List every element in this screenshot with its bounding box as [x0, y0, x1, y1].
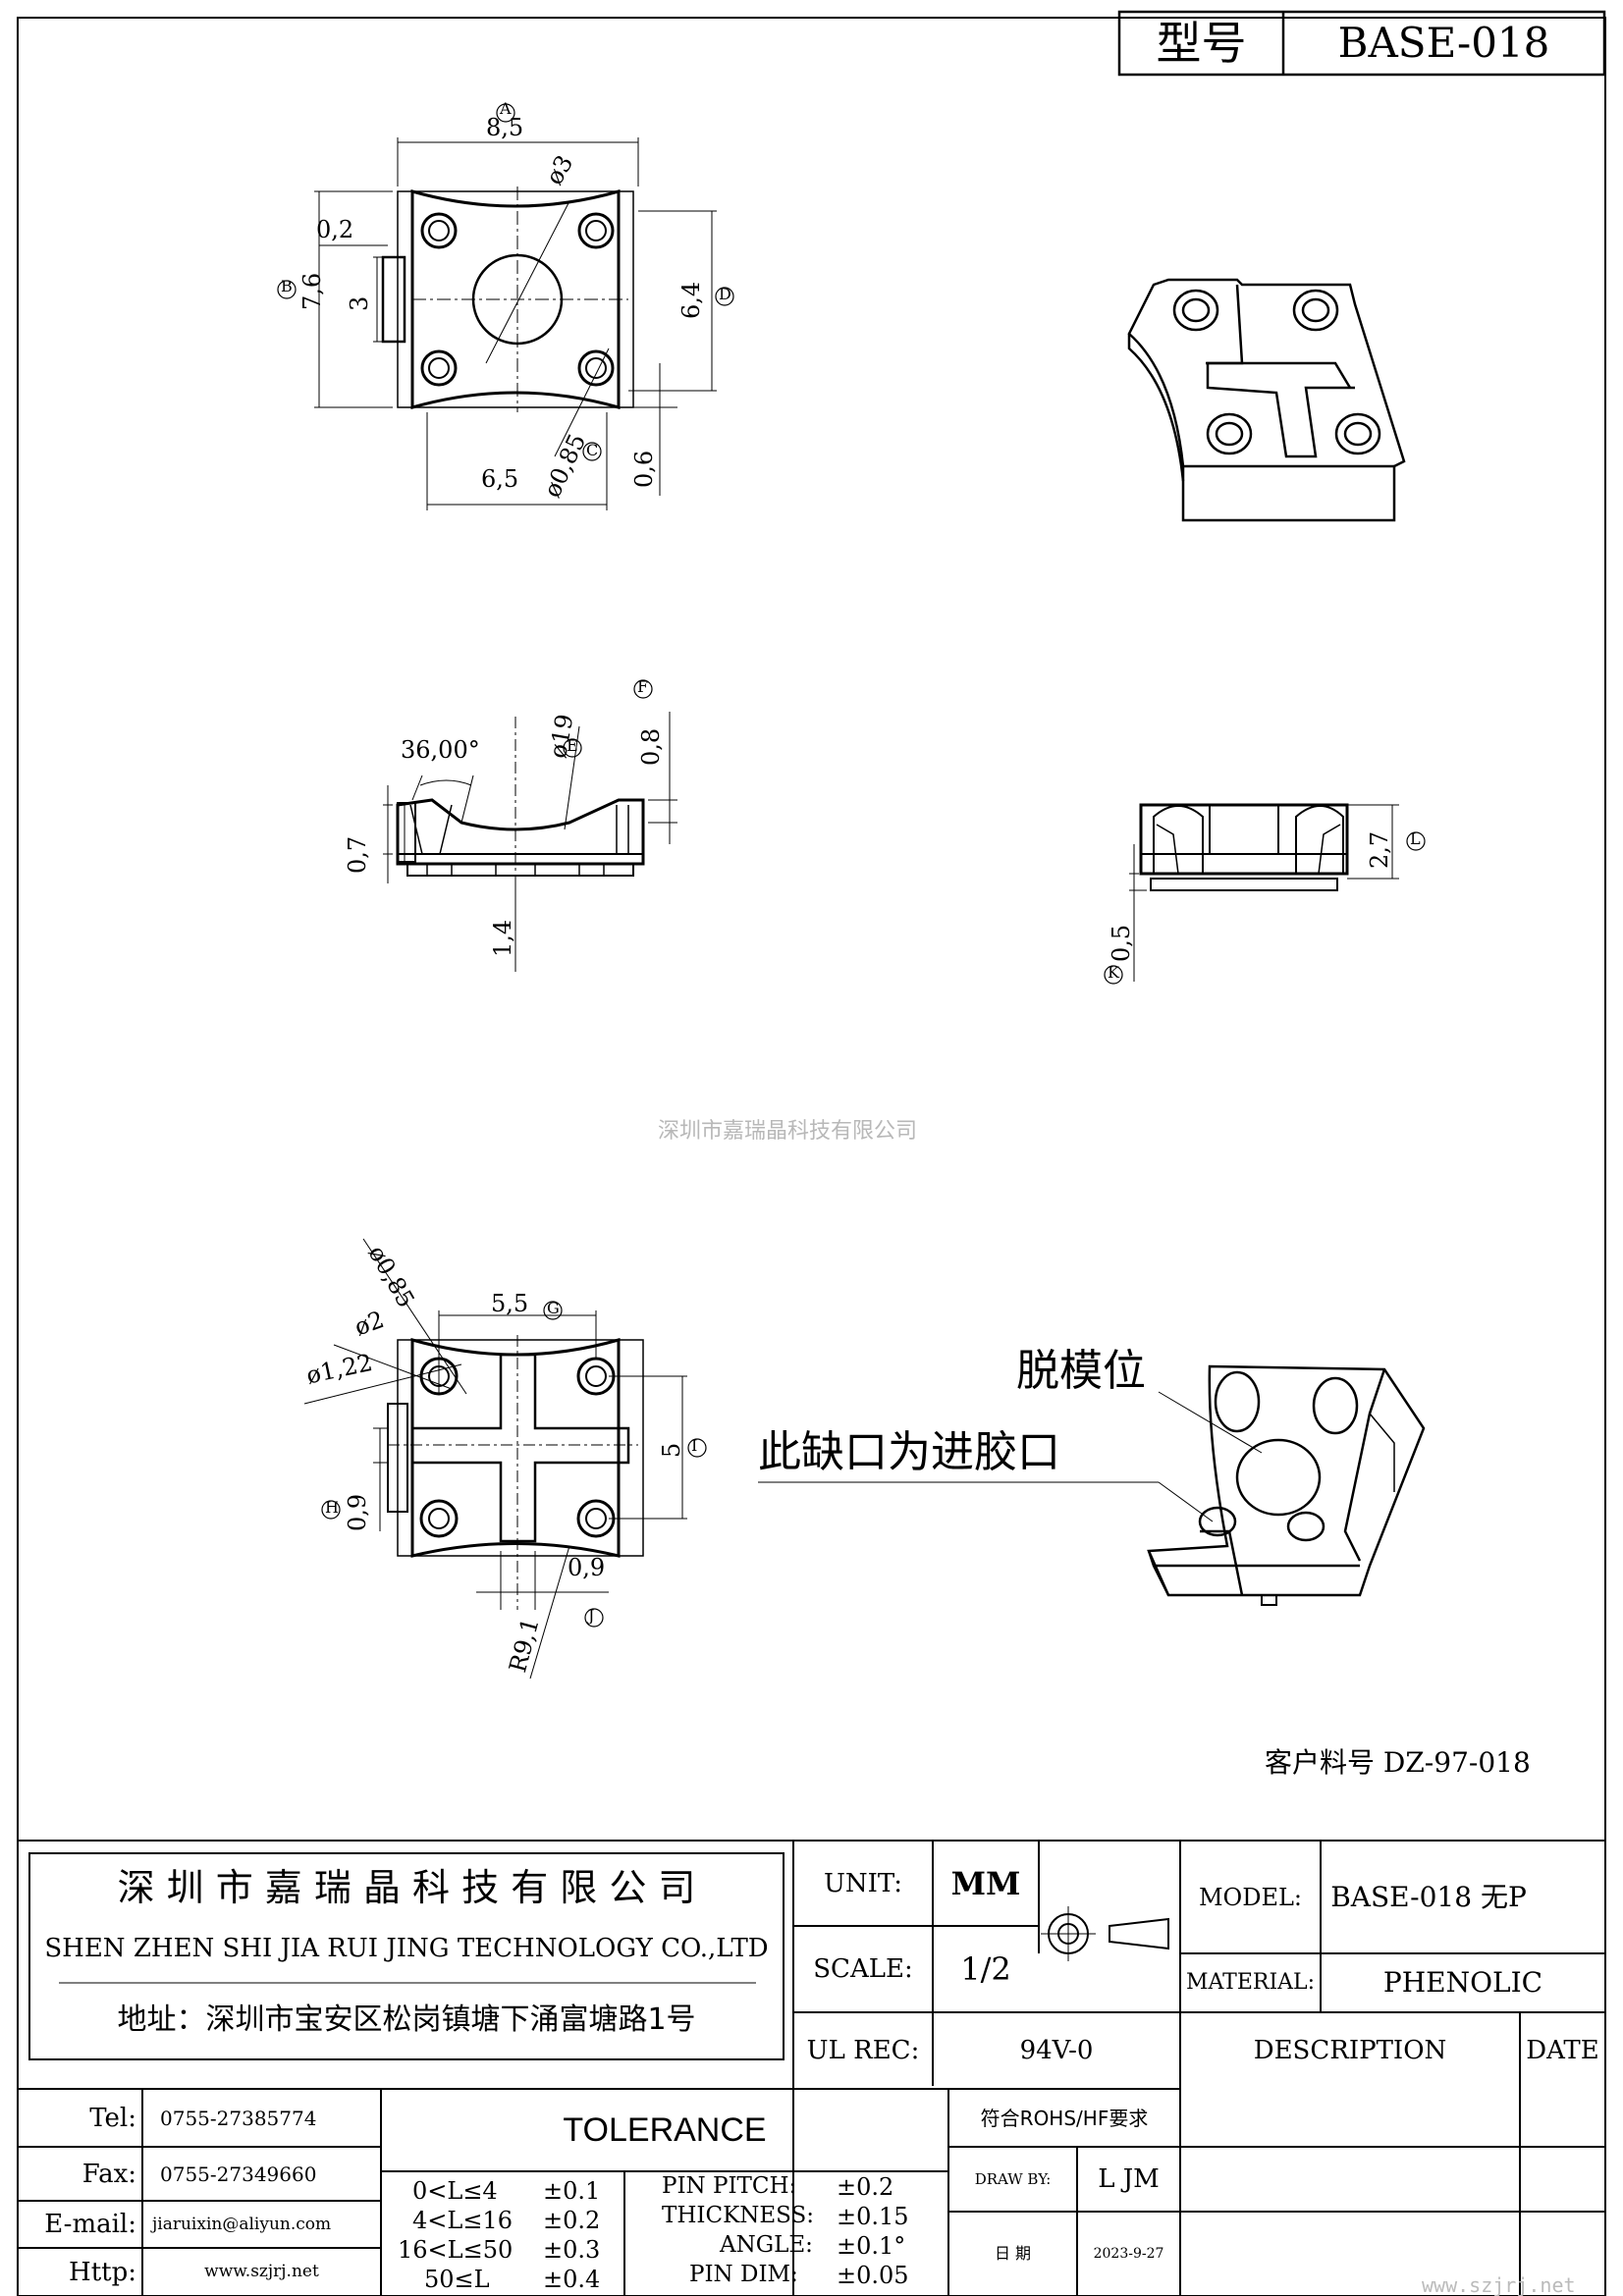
sheet-border [17, 17, 1606, 2296]
note-demold-position: 脱模位 [1016, 1346, 1146, 1396]
isometric-view-1 [1127, 278, 1406, 522]
email-value[interactable]: jiaruixin@aliyun.com [152, 2214, 332, 2234]
ul-rec-label: UL REC: [806, 2036, 920, 2065]
description-header: DESCRIPTION [1253, 2036, 1447, 2065]
model-value: BASE-018 无P [1330, 1880, 1527, 1913]
marker-g: G [547, 1299, 560, 1317]
dim-angle-36: 36,00° [401, 736, 480, 764]
dim-5-5: 5,5 [491, 1290, 529, 1317]
material-value: PHENOLIC [1382, 1966, 1543, 1999]
marker-h: H [325, 1498, 339, 1517]
bottom-view [303, 1238, 707, 1680]
marker-j: J [588, 1606, 595, 1625]
http-value[interactable]: www.szjrj.net [204, 2262, 319, 2281]
marker-l: L [1410, 829, 1421, 848]
marker-b: B [281, 277, 293, 295]
customer-part-number: 客户料号 DZ-97-018 [1265, 1746, 1531, 1779]
front-view [383, 679, 677, 972]
dim-thickness-0-6: 0,6 [630, 450, 658, 488]
drawn-by-label: DRAW BY: [974, 2169, 1052, 2188]
scale-value: 1/2 [960, 1950, 1011, 1988]
dim-0-9-left: 0,9 [344, 1493, 371, 1531]
title-value: BASE-018 [1337, 19, 1550, 67]
company-name-cn: 深 圳 市 嘉 瑞 晶 科 技 有 限 公 司 [117, 1866, 696, 1909]
unit-value: MM [950, 1864, 1021, 1902]
marker-c: C [586, 441, 599, 459]
scale-label: SCALE: [813, 1954, 913, 1984]
top-view [277, 103, 734, 510]
date-cn-label: 日 期 [994, 2244, 1032, 2263]
tol-value-3: ±0.3 [543, 2236, 601, 2264]
unit-label: UNIT: [823, 1868, 903, 1898]
ul-rec-value: 94V-0 [1019, 2036, 1094, 2065]
tol-value-2: ±0.2 [543, 2207, 601, 2234]
dim-width-6-5: 6,5 [481, 465, 519, 493]
spec-label-pin-pitch: PIN PITCH: [662, 2173, 797, 2199]
tel-label: Tel: [89, 2103, 136, 2133]
spec-label-angle: ANGLE: [720, 2232, 813, 2258]
company-address: 地址：深圳市宝安区松岗镇塘下涌富塘路1号 [117, 2002, 696, 2037]
model-label: MODEL: [1198, 1883, 1303, 1911]
watermark-company: 深圳市嘉瑞晶科技有限公司 [658, 1119, 918, 1144]
drawn-by-value: L JM [1098, 2164, 1160, 2194]
tol-range-3: 16<L≤50 [398, 2236, 514, 2264]
fax-value: 0755-27349660 [160, 2162, 317, 2186]
isometric-view-2 [1147, 1364, 1426, 1606]
spec-label-thickness: THICKNESS: [662, 2203, 815, 2228]
dim-0-9-bottom: 0,9 [568, 1554, 606, 1581]
dim-1-4: 1,4 [489, 919, 516, 957]
dim-gap-0-2: 0,2 [316, 216, 354, 243]
title-block-lines [18, 1840, 1605, 2296]
tol-range-1: 0<L≤4 [412, 2177, 498, 2205]
side-view [1104, 803, 1426, 985]
rohs-compliance: 符合ROHS/HF要求 [980, 2106, 1149, 2130]
tol-value-4: ±0.4 [543, 2266, 601, 2293]
note-gate-notch: 此缺口为进胶口 [758, 1427, 1060, 1477]
marker-a: A [500, 99, 512, 118]
tel-value: 0755-27385774 [160, 2106, 317, 2130]
dim-slot-3: 3 [346, 295, 373, 311]
dim-width-8-5: 8,5 [486, 114, 524, 141]
dim-5: 5 [658, 1442, 685, 1458]
spec-value-angle: ±0.1° [837, 2232, 906, 2260]
dim-0-7: 0,7 [344, 835, 371, 874]
marker-i: I [691, 1436, 698, 1455]
material-label: MATERIAL: [1185, 1970, 1316, 1995]
spec-value-pin-dim: ±0.05 [837, 2262, 909, 2289]
spec-label-pin-dim: PIN DIM: [689, 2262, 798, 2287]
marker-k: K [1108, 963, 1119, 982]
marker-e: E [567, 736, 578, 755]
tol-range-2: 4<L≤16 [412, 2207, 513, 2234]
site-watermark: www.szjrj.net [1422, 2273, 1576, 2296]
dim-height-6-4: 6,4 [677, 281, 705, 319]
tol-range-4: 50≤L [424, 2266, 490, 2293]
http-label: Http: [69, 2257, 136, 2287]
tolerance-title: TOLERANCE [563, 2111, 767, 2149]
fax-label: Fax: [81, 2159, 136, 2189]
spec-value-pin-pitch: ±0.2 [837, 2173, 894, 2201]
tol-value-1: ±0.1 [543, 2177, 601, 2205]
spec-value-thickness: ±0.15 [837, 2203, 909, 2230]
dim-2-7: 2,7 [1366, 830, 1393, 869]
date-value: 2023-9-27 [1093, 2246, 1164, 2262]
company-name-en: SHEN ZHEN SHI JIA RUI JING TECHNOLOGY CO… [44, 1934, 769, 1963]
dim-0-8: 0,8 [637, 727, 665, 766]
marker-d: D [719, 285, 731, 303]
projection-symbol [1041, 1906, 1169, 1961]
dim-height-7-6: 7,6 [298, 272, 326, 310]
email-label: E-mail: [44, 2210, 136, 2239]
dim-0-5: 0,5 [1108, 924, 1135, 962]
marker-f: F [637, 677, 649, 696]
date-header: DATE [1526, 2036, 1599, 2065]
title-label: 型号 [1156, 17, 1247, 70]
